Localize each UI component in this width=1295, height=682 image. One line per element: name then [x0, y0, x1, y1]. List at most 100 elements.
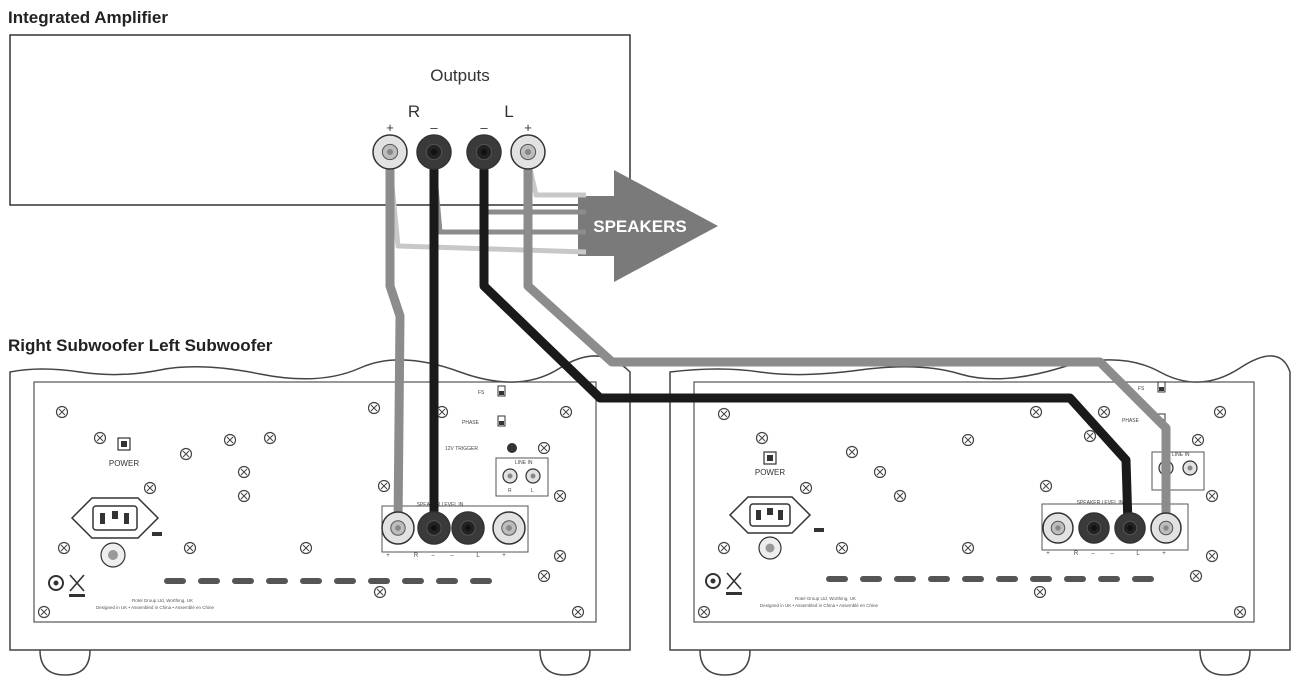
right-sub-post — [451, 511, 485, 545]
left-sub-fine-print-line1: Rotel Group Ltd, Worthing, UK — [795, 596, 856, 601]
right-sub-fs-label: FS — [478, 390, 485, 396]
screw — [537, 569, 551, 583]
subwoofers-title: Right Subwoofer Left Subwoofer — [8, 336, 273, 355]
right-sub-linein-l: L — [531, 488, 534, 494]
screw — [143, 481, 157, 495]
terminal-mark: – — [1091, 551, 1095, 557]
screw — [873, 465, 887, 479]
screw — [263, 431, 277, 445]
terminal-mark: L — [476, 553, 480, 559]
screw — [1039, 479, 1053, 493]
right-sub-linein-r: R — [508, 488, 512, 494]
terminal-mark: R — [414, 553, 419, 559]
screw — [1205, 549, 1219, 563]
amplifier-title: Integrated Amplifier — [8, 8, 168, 27]
left-sub-compliance-marks — [705, 572, 742, 595]
screw — [1233, 605, 1247, 619]
vent-slot — [996, 576, 1018, 582]
left-sub-power-label: POWER — [755, 468, 785, 477]
right-sub-post — [417, 511, 451, 545]
terminal-mark: – — [431, 553, 435, 559]
vent-slots — [164, 576, 1154, 584]
right-subwoofer — [9, 355, 631, 676]
vent-slot — [334, 578, 356, 584]
right-sub-trigger-label: 12V TRIGGER — [445, 446, 478, 452]
right-sub-compliance-marks — [48, 574, 85, 597]
vent-slot — [266, 578, 288, 584]
screw — [537, 441, 551, 455]
vent-slot — [894, 576, 916, 582]
right-sub-speaker-level-label: SPEAKER LEVEL IN — [417, 502, 464, 508]
terminal-mark: + — [502, 553, 506, 559]
screw — [553, 489, 567, 503]
terminal-mark: + — [1162, 551, 1166, 557]
vent-slot — [962, 576, 984, 582]
amp-post — [510, 134, 546, 170]
vent-slot — [470, 578, 492, 584]
screw — [961, 541, 975, 555]
left-sub-post — [1114, 512, 1146, 544]
screw — [179, 447, 193, 461]
amp-post — [416, 134, 452, 170]
right-sub-fine-print-line2: Designed in UK • Assembled in China • As… — [96, 605, 214, 610]
vent-slot — [928, 576, 950, 582]
amp-right-minus: – — [430, 120, 438, 135]
right-sub-power-switch — [117, 437, 131, 451]
screw — [893, 489, 907, 503]
screw — [799, 481, 813, 495]
vent-slot — [402, 578, 424, 584]
left-sub-fine-print-line2: Designed in UK • Assembled in China • As… — [760, 603, 878, 608]
screw — [1205, 489, 1219, 503]
vent-slot — [1132, 576, 1154, 582]
screw — [845, 445, 859, 459]
left-sub-post — [1078, 512, 1110, 544]
terminal-mark: + — [1046, 551, 1050, 557]
vent-slot — [198, 578, 220, 584]
left-sub-fs-label: FS — [1138, 386, 1145, 392]
channel-right-label: R — [408, 102, 420, 121]
left-sub-power-switch — [763, 451, 777, 465]
screw-heads — [37, 401, 1247, 619]
amp-right-plus: + — [386, 120, 394, 135]
amp-post — [466, 134, 502, 170]
right-sub-phase-label: PHASE — [462, 420, 480, 426]
right-sub-post — [492, 511, 526, 545]
screw — [961, 433, 975, 447]
right-sub-fine-print-line1: Rotel Group Ltd, Worthing, UK — [132, 598, 193, 603]
vent-slot — [300, 578, 322, 584]
channel-left-label: L — [504, 102, 513, 121]
screw — [1083, 429, 1097, 443]
screw — [57, 541, 71, 555]
outputs-label: Outputs — [430, 66, 490, 85]
screw — [1097, 405, 1111, 419]
subwoofer-cables — [385, 160, 1171, 530]
screw — [1213, 405, 1227, 419]
left-sub-power-inlet — [728, 496, 824, 560]
screw — [1029, 405, 1043, 419]
vent-slot — [1064, 576, 1086, 582]
vent-slot — [164, 578, 186, 584]
terminal-mark: L — [1136, 551, 1140, 557]
terminal-mark: + — [386, 553, 390, 559]
vent-slot — [232, 578, 254, 584]
terminal-mark: – — [1110, 551, 1114, 557]
screw — [697, 605, 711, 619]
left-sub-speaker-level-label: SPEAKER LEVEL IN — [1077, 500, 1124, 506]
screw — [717, 407, 731, 421]
screw — [373, 585, 387, 599]
screw — [367, 401, 381, 415]
screw — [835, 541, 849, 555]
amp-post — [372, 134, 408, 170]
screw — [435, 405, 449, 419]
screw — [717, 541, 731, 555]
screw — [93, 431, 107, 445]
left-sub-terminal-frame — [1041, 503, 1189, 551]
screw — [223, 433, 237, 447]
screw — [237, 465, 251, 479]
speakers-arrow — [578, 170, 718, 282]
screw — [1189, 569, 1203, 583]
terminal-mark: R — [1074, 551, 1079, 557]
screw — [1191, 433, 1205, 447]
binding-posts — [372, 134, 1182, 545]
